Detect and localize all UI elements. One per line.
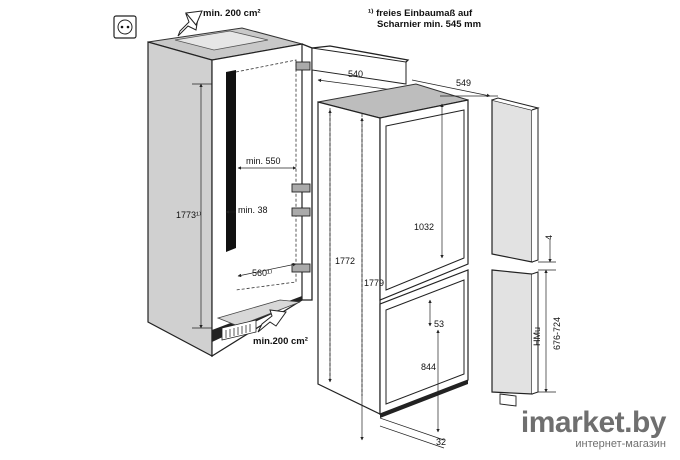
- dim-549: 549: [456, 78, 471, 88]
- hmu-label: HMu: [532, 327, 542, 346]
- wall-socket-icon: [113, 15, 137, 39]
- dim-560: 560¹⁾: [252, 268, 272, 278]
- hinge-icons: [291, 61, 311, 273]
- watermark: imarket.by интернет-магазин: [520, 406, 667, 451]
- dim-min-38: min. 38: [238, 205, 268, 215]
- fridge-body: [317, 83, 469, 418]
- dim-844: 844: [421, 362, 436, 372]
- dim-1779: 1779: [364, 278, 384, 288]
- dim-4: 4: [544, 235, 554, 240]
- vent-bottom-label: min.200 cm²: [253, 336, 308, 347]
- top-vent-arrow-icon: [177, 10, 203, 37]
- niche-cabinet: [147, 27, 313, 358]
- dim-53: 53: [434, 319, 444, 329]
- dim-1772: 1772: [335, 256, 355, 266]
- dim-1773: 1773¹⁾: [176, 210, 201, 220]
- note-line-2: Scharnier min. 545 mm: [377, 19, 481, 30]
- bottom-vent-arrow-icon: [257, 309, 287, 333]
- dim-540: 540: [348, 69, 363, 79]
- hmu-range-label: 676-724: [552, 317, 562, 350]
- furniture-doors: [491, 97, 540, 407]
- watermark-tagline: интернет-магазин: [575, 438, 666, 450]
- dim-min-550: min. 550: [246, 156, 281, 166]
- dim-32: 32: [436, 437, 446, 447]
- watermark-brand: imarket.by: [520, 406, 667, 439]
- note-line-1: ¹⁾ freies Einbaumaß auf: [368, 8, 473, 19]
- dim-1032: 1032: [414, 222, 434, 232]
- vent-top-label: min. 200 cm²: [203, 8, 261, 19]
